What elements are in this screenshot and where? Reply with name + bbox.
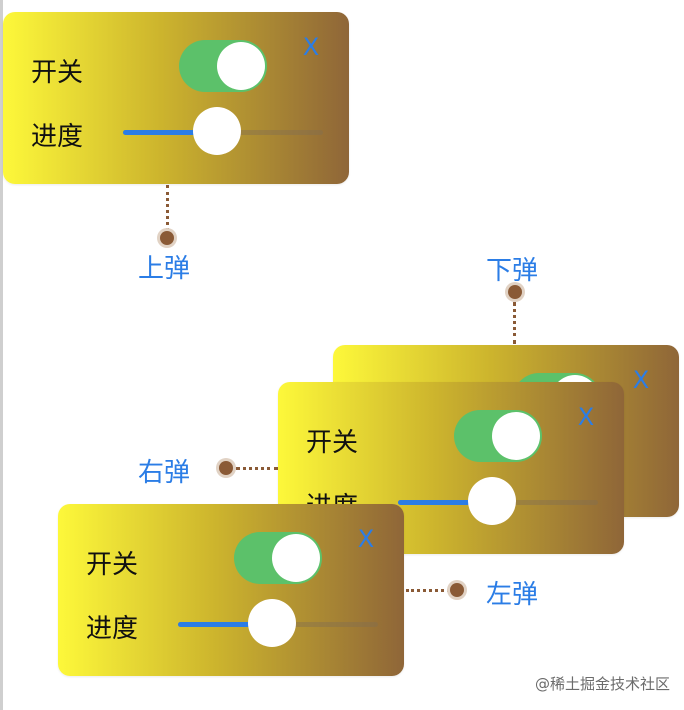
leader-line-up (166, 185, 169, 231)
progress-slider[interactable] (398, 477, 598, 525)
close-icon[interactable]: X (632, 366, 650, 394)
annotation-right: 右弹 (138, 458, 191, 488)
switch-toggle[interactable] (454, 410, 542, 462)
leader-dot-down (508, 285, 522, 299)
progress-slider[interactable] (178, 599, 378, 647)
slider-thumb[interactable] (248, 599, 296, 647)
close-icon[interactable]: X (577, 403, 595, 431)
leader-line-right (236, 467, 278, 470)
switch-label: 开关 (86, 550, 139, 580)
progress-fill (178, 622, 272, 627)
progress-slider[interactable] (123, 107, 323, 155)
close-icon[interactable]: X (357, 525, 375, 553)
close-icon[interactable]: X (302, 33, 320, 61)
switch-toggle[interactable] (179, 40, 267, 92)
leader-dot-up (160, 231, 174, 245)
left-edge-line (0, 0, 3, 710)
toggle-knob (217, 42, 265, 90)
annotation-down: 下弹 (486, 256, 539, 286)
leader-line-left (406, 589, 450, 592)
toggle-knob (492, 412, 540, 460)
progress-fill (123, 130, 217, 135)
watermark: @稀土掘金技术社区 (534, 675, 670, 693)
leader-line-down (513, 302, 516, 344)
switch-label: 开关 (306, 428, 359, 458)
annotation-left: 左弹 (486, 580, 539, 610)
slider-thumb[interactable] (193, 107, 241, 155)
switch-toggle[interactable] (234, 532, 322, 584)
progress-fill (398, 500, 492, 505)
switch-label: 开关 (31, 58, 84, 88)
leader-dot-right (219, 461, 233, 475)
slider-thumb[interactable] (468, 477, 516, 525)
annotation-up: 上弹 (138, 254, 191, 284)
progress-label: 进度 (31, 122, 84, 152)
leader-dot-left (450, 583, 464, 597)
popup-up: 开关 X 进度 (3, 12, 349, 184)
popup-left: 开关 X 进度 (58, 504, 404, 676)
progress-label: 进度 (86, 614, 139, 644)
toggle-knob (272, 534, 320, 582)
